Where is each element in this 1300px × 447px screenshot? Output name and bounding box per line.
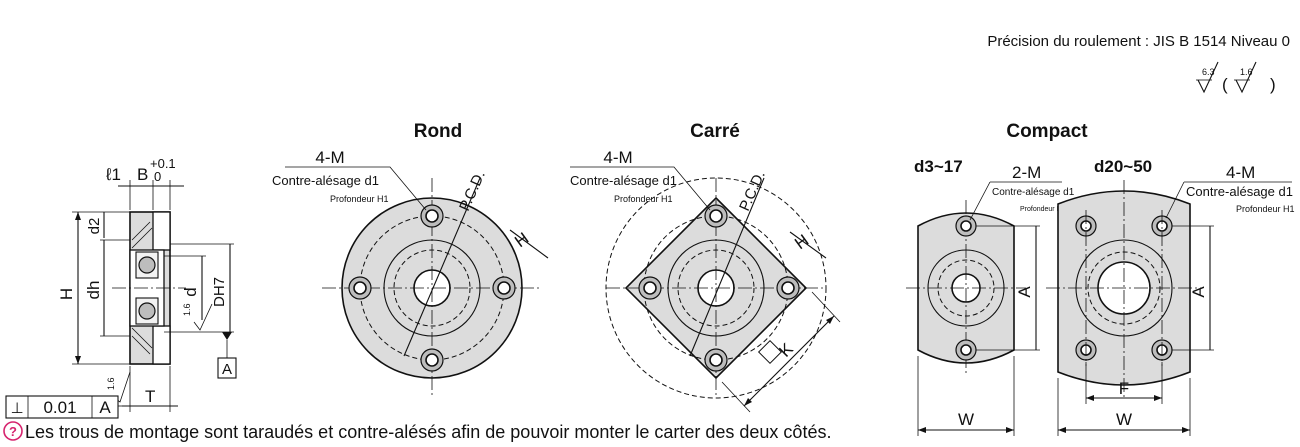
mounting-holes [638,204,800,372]
mount-hole-icon [425,353,439,367]
label-dh7: DH7 [211,277,228,307]
precision-header: Précision du roulement : JIS B 1514 Nive… [987,33,1290,94]
label-pcd: P.C.D. [736,168,769,214]
label-depth: Profondeur H1 [1020,206,1066,213]
roughness-paren-value: 1.6 [1240,67,1253,77]
label-depth: Profondeur H1 [1236,204,1295,214]
label-h: H [511,229,532,252]
mount-hole-icon [960,220,972,232]
label-holes-large: 4-M [1226,163,1255,182]
compact-large-view: d20~50 4-M Contre-alésage d1 Profondeur … [1046,157,1295,436]
paren-close: ) [1270,75,1276,94]
hint-icon-glyph: ? [9,424,17,439]
round-flange-view: P.C.D. H 4-M Contre-alésage d1 Profondeu… [272,148,549,398]
roughness-main-value: 6.3 [1202,67,1215,77]
label-t: T [145,387,155,406]
label-dh: dh [84,281,103,300]
mount-hole-icon [497,281,511,295]
label-pcd: P.C.D. [456,168,489,214]
tolerance-value: 0.01 [43,398,76,417]
bearing-precision-text: Précision du roulement : JIS B 1514 Nive… [987,33,1290,50]
label-range-large: d20~50 [1094,157,1152,176]
label-b-tol-lower: 0 [154,169,161,184]
label-a: A [1015,286,1034,298]
mount-hole-icon [781,281,795,295]
mount-hole-icon [709,353,723,367]
surface-roughness-symbol: 6.3 ( 1.6 ) [1196,61,1276,94]
title-carre: Carré [690,121,740,142]
label-w: W [1116,410,1132,429]
label-depth: Profondeur H1 [614,194,673,204]
label-holes: 4-M [315,148,344,167]
ball-bottom-icon [138,302,156,320]
hint-icon [3,421,23,441]
label-counterbore: Contre-alésage d1 [1186,184,1293,199]
label-k: K [775,339,797,361]
tolerance-frame [5,395,119,419]
label-f: F [1119,379,1129,398]
roughness-check-icon-2 [1235,61,1257,94]
label-l1: ℓ1 [105,165,121,184]
mount-hole-icon [709,209,723,223]
label-h: H [57,288,76,300]
roughness-inner-value: 1.6 [182,303,192,316]
tolerance-datum: A [99,398,111,417]
mounting-holes [348,204,516,372]
square-symbol-icon [757,339,783,365]
label-b-tol-upper: +0.1 [150,156,176,171]
datum-box [217,357,237,379]
label-counterbore: Contre-alésage d1 [272,173,379,188]
label-counterbore: Contre-alésage d1 [992,187,1075,198]
side-section-view: H dh d2 ℓ1 B +0.1 0 d DH7 1.6 A [5,156,237,419]
title-rond: Rond [414,121,463,142]
title-compact: Compact [1006,121,1088,142]
label-holes-small: 2-M [1012,163,1041,182]
roughness-check-icon [1197,61,1219,94]
mount-hole-icon [960,344,972,356]
label-range-small: d3~17 [914,157,963,176]
note-text: Les trous de montage sont taraudés et co… [25,422,831,442]
compact-small-view: d3~17 2-M Contre-alésage d1 Profondeur H… [906,157,1075,436]
label-d2: d2 [86,218,103,235]
paren-open: ( [1222,75,1228,94]
square-flange-view: P.C.D. H K 4-M Contre-alésage d1 Profond… [570,148,841,413]
label-counterbore: Contre-alésage d1 [570,173,677,188]
roughness-face-value: 1.6 [106,377,116,390]
mount-hole-icon [353,281,367,295]
mount-hole-icon [643,281,657,295]
label-a: A [1189,286,1208,298]
datum-label: A [222,361,232,378]
label-holes: 4-M [603,148,632,167]
label-d: d [181,287,200,296]
mount-hole-icon [425,209,439,223]
roughness-inner-icon [193,303,213,331]
label-w: W [958,410,974,429]
label-b: B [137,165,148,184]
mounting-note: ? Les trous de montage sont taraudés et … [3,421,831,442]
perpendicularity-icon: ⊥ [10,400,23,417]
label-h: H [791,231,812,254]
label-depth: Profondeur H1 [330,194,389,204]
ball-top-icon [138,256,156,274]
